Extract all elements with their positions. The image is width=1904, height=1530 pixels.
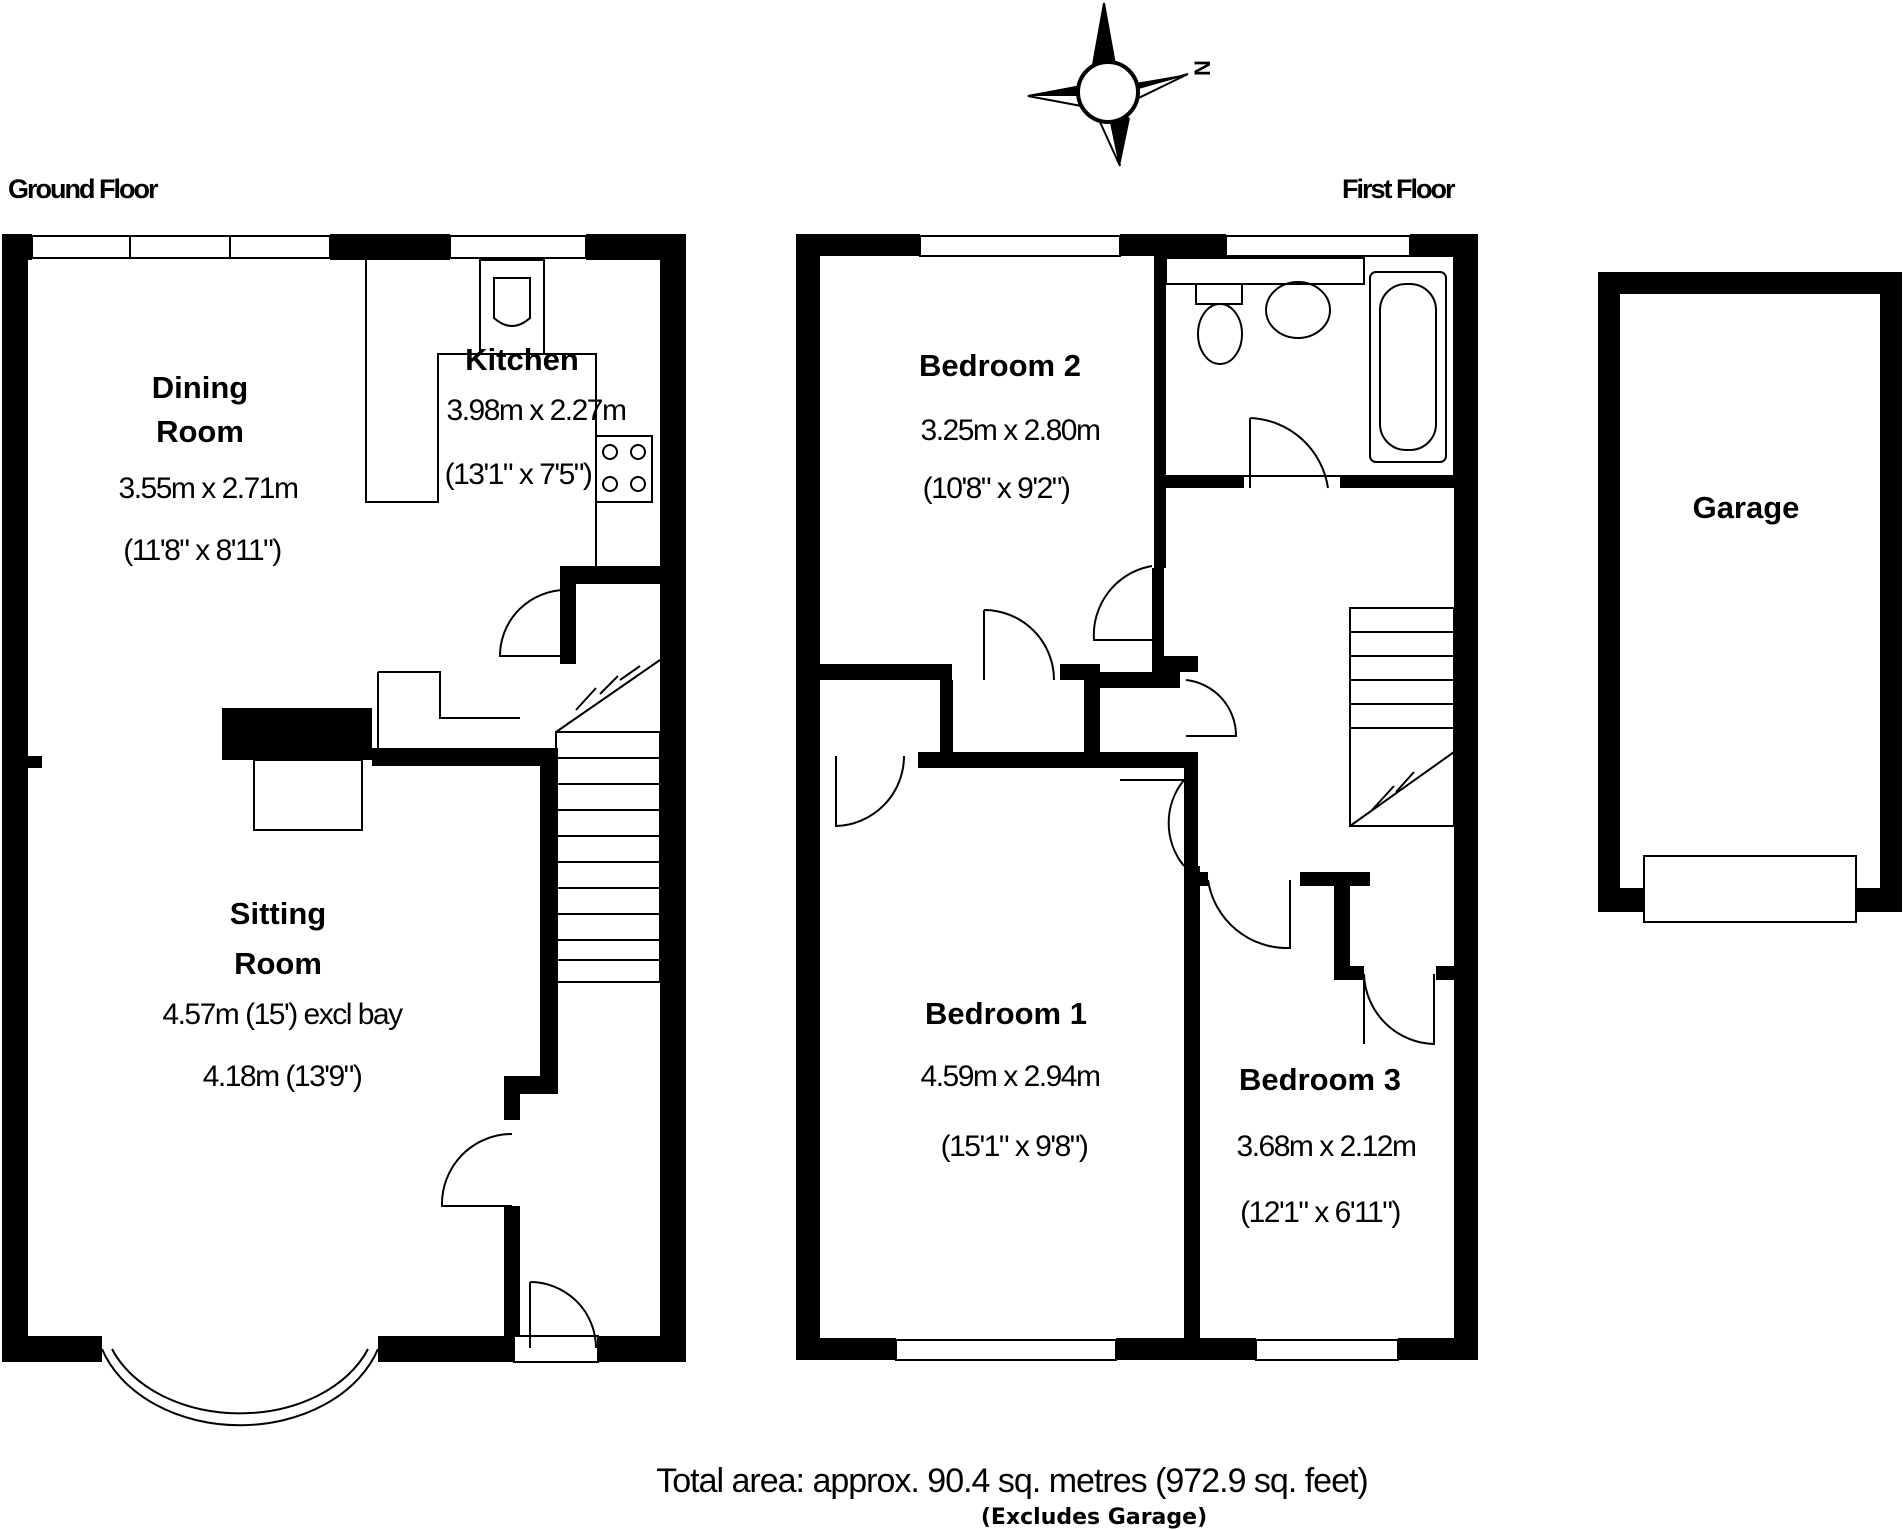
compass-rose-icon (1027, 2, 1189, 167)
sitting-room-dim-line1: 4.57m (15') excl bay (162, 998, 403, 1031)
dining-room-metric: 3.55m x 2.71m (119, 472, 298, 505)
bedroom1-name: Bedroom 1 (925, 996, 1087, 1031)
sitting-room-name-line1: Sitting (230, 896, 326, 931)
first-floor-heading: First Floor (1342, 174, 1456, 204)
bedroom3-name: Bedroom 3 (1239, 1062, 1401, 1097)
bedroom2-name: Bedroom 2 (919, 348, 1081, 383)
bedroom1-metric: 4.59m x 2.94m (921, 1060, 1100, 1093)
bedroom2-metric: 3.25m x 2.80m (921, 414, 1100, 447)
ground-floor-heading: Ground Floor (8, 174, 159, 204)
first-floor-plan (796, 234, 1478, 1361)
ground-floor-plan (2, 234, 686, 1427)
kitchen-imperial: (13'1" x 7'5") (445, 458, 592, 491)
bedroom3-imperial: (12'1" x 6'11") (1240, 1196, 1400, 1229)
dining-room-name-line2: Room (156, 414, 244, 449)
dining-room-imperial: (11'8" x 8'11") (123, 534, 281, 567)
kitchen-name: Kitchen (465, 342, 579, 377)
bedroom1-imperial: (15'1" x 9'8") (941, 1130, 1088, 1163)
dining-room-name-line1: Dining (152, 370, 248, 405)
sitting-room-name-line2: Room (234, 946, 322, 981)
compass-north-label: N (1190, 60, 1215, 76)
garage-plan (1598, 272, 1902, 923)
excludes-garage-note: (Excludes Garage) (981, 1505, 1207, 1530)
bedroom3-metric: 3.68m x 2.12m (1237, 1130, 1416, 1163)
kitchen-metric: 3.98m x 2.27m (447, 394, 626, 427)
garage-name: Garage (1693, 490, 1800, 525)
sitting-room-dim-line2: 4.18m (13'9") (203, 1060, 362, 1093)
bedroom2-imperial: (10'8" x 9'2") (923, 472, 1070, 505)
total-area-text: Total area: approx. 90.4 sq. metres (972… (656, 1462, 1368, 1500)
